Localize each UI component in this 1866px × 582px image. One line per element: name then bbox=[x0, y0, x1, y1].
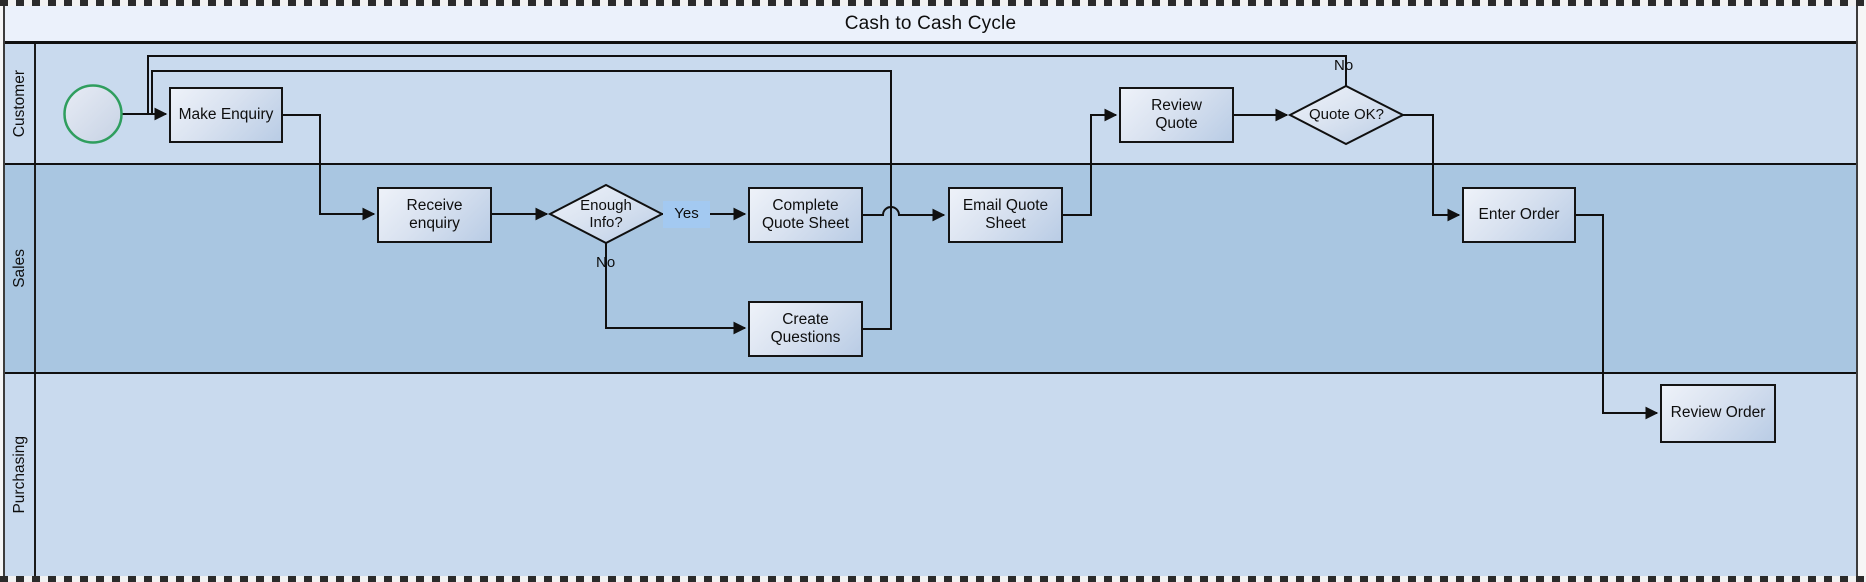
edge-label-no-enough-info[interactable]: No bbox=[596, 254, 616, 271]
lane-purchasing[interactable]: Purchasing bbox=[5, 372, 1856, 576]
lane-purchasing-label: Purchasing bbox=[10, 436, 28, 514]
task-enter-order[interactable]: Enter Order bbox=[1462, 187, 1576, 243]
lane-sales-label-cell[interactable]: Sales bbox=[5, 165, 36, 372]
task-create-questions[interactable]: Create Questions bbox=[748, 301, 863, 357]
task-email-quote-sheet[interactable]: Email Quote Sheet bbox=[948, 187, 1063, 243]
task-review-order[interactable]: Review Order bbox=[1660, 384, 1776, 443]
edge-label-no-quote-ok[interactable]: No bbox=[1334, 57, 1354, 74]
gateway-enough-info-label: Enough Info? bbox=[580, 197, 632, 232]
selection-ants-top bbox=[0, 0, 1866, 6]
lane-sales-body bbox=[36, 165, 1856, 372]
lane-sales[interactable]: Sales bbox=[5, 163, 1856, 372]
lane-customer-label-cell[interactable]: Customer bbox=[5, 44, 36, 163]
pool-title[interactable]: Cash to Cash Cycle bbox=[5, 6, 1856, 44]
task-make-enquiry[interactable]: Make Enquiry bbox=[169, 87, 283, 143]
selection-ants-bottom bbox=[0, 576, 1866, 582]
lane-customer-body bbox=[36, 44, 1856, 163]
task-review-quote[interactable]: Review Quote bbox=[1119, 87, 1234, 143]
lane-sales-label: Sales bbox=[10, 249, 28, 288]
lane-purchasing-body bbox=[36, 374, 1856, 576]
task-complete-quote-sheet[interactable]: Complete Quote Sheet bbox=[748, 187, 863, 243]
task-receive-enquiry[interactable]: Receive enquiry bbox=[377, 187, 492, 243]
lane-purchasing-label-cell[interactable]: Purchasing bbox=[5, 374, 36, 576]
lane-customer-label: Customer bbox=[10, 69, 28, 138]
gateway-quote-ok-label: Quote OK? bbox=[1308, 106, 1385, 123]
edge-label-yes[interactable]: Yes bbox=[663, 201, 710, 228]
